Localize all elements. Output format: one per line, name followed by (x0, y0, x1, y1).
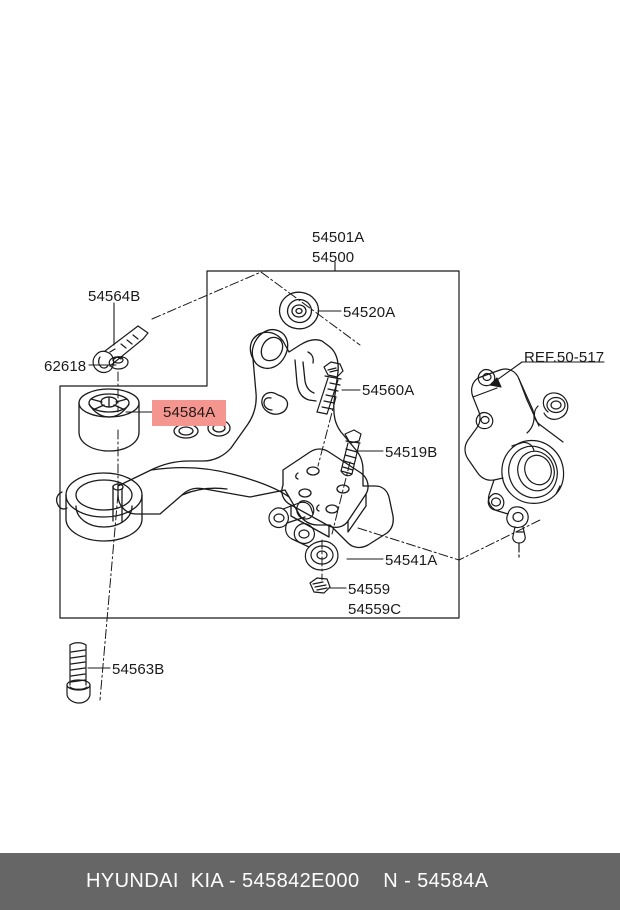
washer-62618 (108, 356, 129, 370)
bolt-54564B (92, 325, 149, 374)
front-bushing-sleeve (55, 472, 143, 542)
nut-54559 (309, 577, 331, 594)
reference-leader (489, 361, 605, 388)
callout-54520A: 54520A (343, 304, 396, 321)
callout-54559-54559C: 54559 54559C (348, 580, 401, 620)
callout-54519B: 54519B (385, 444, 438, 461)
callout-54501A-54500: 54501A 54500 (312, 228, 364, 268)
callout-line-54501A: 54501A (312, 229, 365, 246)
bushing-54584A (78, 388, 140, 452)
assembly-axis-lines (99, 271, 541, 701)
callout-line-54500: 54500 (312, 249, 355, 266)
group-frame (59, 270, 460, 619)
callout-54560A: 54560A (362, 382, 415, 399)
footer-part-identifier: HYUNDAI KIA - 545842E000 N - 54584A (86, 870, 489, 892)
control-arm-body (117, 328, 394, 549)
callout-line-54559C: 54559C (348, 601, 402, 618)
callout-54564B: 54564B (88, 288, 141, 305)
callout-54563B: 54563B (112, 661, 165, 678)
steering-knuckle (464, 368, 569, 561)
bolt-54563B (66, 642, 91, 704)
callout-54584A: 54584A (152, 400, 227, 426)
leader-lines (87, 261, 384, 669)
bushing-54520A (278, 291, 320, 330)
footer-banner: HYUNDAI KIA - 545842E000 N - 54584A (0, 853, 620, 910)
callout-line-54559: 54559 (348, 581, 391, 598)
reference-label: REF.50-517 (524, 349, 605, 366)
bolt-54560A (316, 361, 344, 415)
bolt-54519B (340, 429, 362, 477)
balljoint-54541A (268, 500, 339, 571)
callout-54541A: 54541A (385, 552, 438, 569)
callout-62618: 62618 (44, 358, 87, 375)
